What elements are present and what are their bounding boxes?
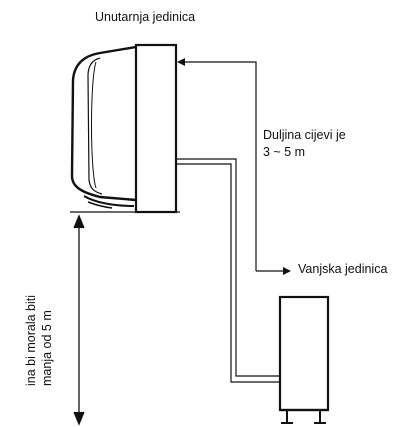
indoor-unit-front-grille: [87, 57, 103, 195]
outdoor-unit-drawing: [278, 295, 330, 424]
indoor-unit-inner-curve: [91, 61, 97, 189]
pipe-length-label-line1: Duljina cijevi je: [263, 128, 346, 142]
refrigerant-pipe: [176, 158, 280, 383]
pipe-length-label-line2: 3 ~ 5 m: [263, 145, 306, 159]
indoor-unit-label: Unutarnja jedinica: [95, 10, 196, 24]
height-note: ina bi morala biti manja od 5 m: [24, 295, 54, 386]
indoor-unit-body: [134, 43, 178, 214]
height-note-line1: ina bi morala biti: [24, 295, 38, 386]
indoor-unit-drawing: [70, 43, 180, 214]
indoor-unit-louver: [83, 195, 135, 207]
outdoor-unit-body: [278, 295, 330, 412]
indoor-unit-louver-2: [87, 201, 113, 209]
height-note-line2: manja od 5 m: [40, 310, 54, 386]
outdoor-unit-label: Vanjska jedinica: [298, 262, 388, 276]
indoor-unit-front-panel: [70, 45, 137, 202]
pipe-length-arrow: [177, 58, 291, 275]
height-arrow: [73, 214, 85, 426]
